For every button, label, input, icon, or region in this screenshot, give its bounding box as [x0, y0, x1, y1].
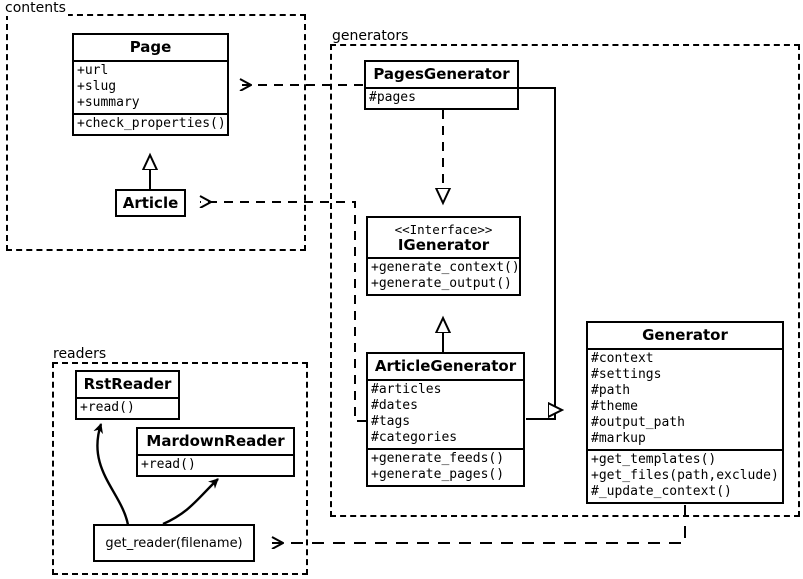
- attribute-item: +url: [77, 63, 109, 78]
- method-item: +get_templates(): [591, 452, 717, 467]
- class-box-igenerator[interactable]: <<Interface>> IGenerator +generate_conte…: [366, 216, 521, 296]
- class-box-generator[interactable]: Generator #context #settings #path #them…: [586, 321, 784, 504]
- class-box-page[interactable]: Page +url +slug +summary +check_properti…: [72, 33, 229, 136]
- class-methods-igenerator: +generate_context() +generate_output(): [368, 257, 520, 294]
- class-methods-rstreader: +read(): [77, 397, 178, 418]
- method-item: +read(): [80, 400, 135, 415]
- class-name-igenerator: IGenerator: [397, 236, 490, 254]
- attribute-item: #path: [591, 383, 631, 398]
- class-methods-generator: +get_templates() +get_files(path,exclude…: [588, 449, 782, 502]
- package-generators-label: generators: [331, 28, 411, 44]
- method-item: +generate_pages(): [371, 467, 505, 482]
- method-item: +generate_feeds(): [371, 451, 505, 466]
- class-stereotype-igenerator: <<Interface>>: [394, 222, 493, 237]
- class-title-articlegenerator: ArticleGenerator: [374, 357, 517, 375]
- attribute-item: #articles: [371, 382, 442, 397]
- package-contents-label: contents: [4, 0, 68, 16]
- attribute-item: #output_path: [591, 415, 685, 430]
- attribute-item: #context: [591, 351, 654, 366]
- method-item: +generate_output(): [371, 276, 512, 291]
- class-box-articlegenerator[interactable]: ArticleGenerator #articles #dates #tags …: [366, 352, 525, 487]
- class-methods-articlegenerator: +generate_feeds() +generate_pages(): [368, 448, 523, 485]
- method-item: +check_properties(): [77, 116, 226, 131]
- attribute-item: +summary: [77, 95, 140, 110]
- attribute-item: #dates: [371, 398, 418, 413]
- attribute-item: #settings: [591, 367, 662, 382]
- attribute-item: +slug: [77, 79, 117, 94]
- class-attributes-articlegenerator: #articles #dates #tags #categories: [368, 379, 523, 448]
- class-title-igenerator: <<Interface>> IGenerator: [368, 218, 519, 257]
- class-box-article[interactable]: Article: [115, 189, 186, 217]
- class-box-rstreader[interactable]: RstReader +read(): [75, 370, 180, 420]
- class-title-generator: Generator: [642, 326, 728, 344]
- class-attributes-pagesgenerator: #pages: [366, 87, 517, 108]
- function-box-get-reader[interactable]: get_reader(filename): [93, 524, 255, 562]
- class-title-pagesgenerator: PagesGenerator: [373, 65, 510, 83]
- class-box-pagesgenerator[interactable]: PagesGenerator #pages: [364, 60, 519, 110]
- class-attributes-generator: #context #settings #path #theme #output_…: [588, 348, 782, 449]
- package-contents: [6, 14, 306, 251]
- attribute-item: #tags: [371, 414, 411, 429]
- class-title-page: Page: [129, 38, 172, 56]
- function-label-get-reader: get_reader(filename): [105, 535, 243, 551]
- method-item: +get_files(path,exclude): [591, 468, 779, 483]
- method-item: #_update_context(): [591, 484, 732, 499]
- class-title-article: Article: [122, 194, 179, 212]
- class-methods-page: +check_properties(): [74, 113, 227, 134]
- method-item: +generate_context(): [371, 260, 520, 275]
- attribute-item: #categories: [371, 430, 458, 445]
- attribute-item: #theme: [591, 399, 638, 414]
- class-box-mardownreader[interactable]: MardownReader +read(): [136, 427, 295, 477]
- package-readers: [52, 362, 308, 575]
- class-attributes-page: +url +slug +summary: [74, 60, 227, 113]
- attribute-item: #pages: [369, 90, 416, 105]
- class-title-rstreader: RstReader: [83, 375, 172, 393]
- package-readers-label: readers: [52, 346, 109, 362]
- attribute-item: #markup: [591, 431, 646, 446]
- class-methods-mardownreader: +read(): [138, 454, 293, 475]
- class-title-mardownreader: MardownReader: [146, 432, 285, 450]
- method-item: +read(): [141, 457, 196, 472]
